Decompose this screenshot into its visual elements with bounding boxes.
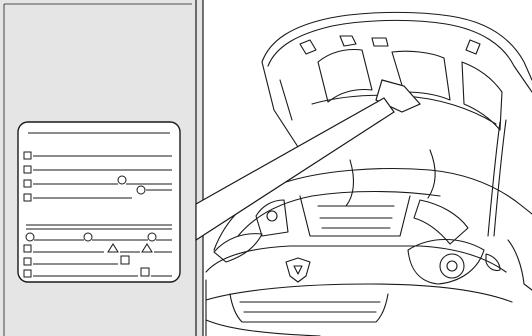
hood-left-fold (279, 79, 293, 121)
label-circle (147, 232, 157, 242)
battery-box (413, 199, 469, 245)
right-panel-background (203, 0, 532, 336)
indicator-light (485, 253, 501, 272)
hood-inner-edge (267, 19, 532, 93)
engine-cover (299, 195, 411, 237)
bumper-lower (205, 319, 321, 336)
label-card (17, 121, 181, 283)
label-triangle (141, 243, 153, 253)
bumper-line (205, 283, 513, 303)
engine-cover-top (237, 190, 441, 237)
hose-1 (345, 159, 355, 207)
reservoir-left (255, 199, 289, 237)
label-triangle (107, 243, 119, 253)
right-fender (507, 239, 532, 291)
lower-grille-outline (229, 293, 389, 323)
right-panel (202, 0, 532, 336)
hood-left-edge (261, 61, 301, 151)
label-checkbox (23, 193, 32, 202)
label-checkbox (23, 244, 32, 253)
label-bottom-section (23, 224, 172, 278)
right-headlight-lamp (439, 253, 465, 279)
label-checkbox (23, 269, 32, 278)
label-square (120, 255, 130, 265)
car-illustration (205, 11, 532, 336)
reservoir-cap (266, 210, 278, 222)
label-square (140, 267, 150, 277)
front-upper-edge (205, 245, 507, 273)
hood-slot-4 (465, 39, 481, 55)
label-circle (25, 232, 35, 242)
hood-outline (261, 11, 532, 81)
hood-rib-left (317, 48, 373, 103)
right-headlight (407, 238, 485, 285)
hose-2 (427, 149, 436, 199)
hood-slot-2 (371, 37, 389, 47)
label-checkbox (23, 257, 32, 266)
label-circle (83, 232, 93, 242)
label-checkbox (23, 179, 32, 188)
left-headlight (213, 233, 263, 263)
label-checkbox (23, 151, 32, 160)
hood-prop-rod (493, 119, 507, 237)
hood-rib-right (461, 61, 503, 131)
label-checkbox (23, 165, 32, 174)
hood-rib-center (391, 50, 451, 101)
right-headlight-inner (446, 260, 458, 272)
callout-pointer (195, 97, 395, 242)
label-top-section (23, 132, 172, 202)
label-circle (117, 175, 127, 185)
grille-slats (239, 301, 381, 313)
hood-slot-3 (299, 39, 317, 55)
engine-cover-ribs (317, 205, 395, 229)
brand-badge (285, 257, 311, 283)
hood-prop-rod-edge (487, 121, 501, 237)
label-card-frame (17, 121, 181, 283)
hood-slot-1 (339, 35, 357, 47)
label-circle (136, 185, 146, 195)
brand-badge-mark (293, 265, 303, 275)
